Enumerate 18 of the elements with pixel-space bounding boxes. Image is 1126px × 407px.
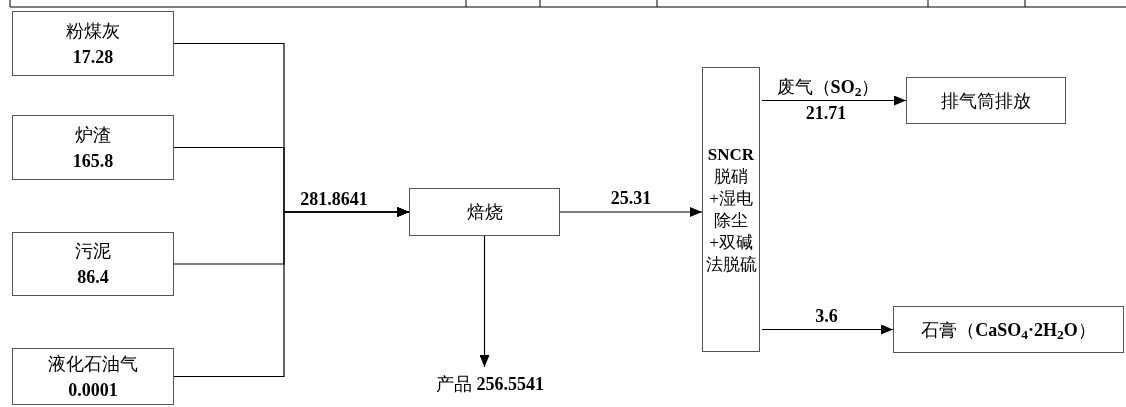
treatment-box: SNCR脱硝+湿电除尘+双碱法脱硫 xyxy=(702,67,760,352)
material-name: 炉渣 xyxy=(75,123,111,147)
material-name: 液化石油气 xyxy=(48,352,138,376)
material-amount: 0.0001 xyxy=(68,378,118,402)
output-text: 产品 256.5541 xyxy=(410,370,570,398)
process-box: 石膏（CaSO$_{4}$·2H$_{2}$O） xyxy=(893,306,1124,353)
arrow xyxy=(173,207,410,378)
process-box: 排气筒排放 xyxy=(906,77,1066,124)
arrow xyxy=(559,207,703,217)
process-box: 焙烧 xyxy=(409,188,560,236)
arrow xyxy=(761,95,907,106)
arrow xyxy=(761,324,894,335)
material-name: 粉煤灰 xyxy=(66,19,120,43)
arrow xyxy=(479,235,490,368)
material-amount: 165.8 xyxy=(72,149,114,173)
material-amount: 17.28 xyxy=(72,45,114,69)
material-amount: 86.4 xyxy=(77,266,109,289)
material-name: 污泥 xyxy=(75,240,111,263)
